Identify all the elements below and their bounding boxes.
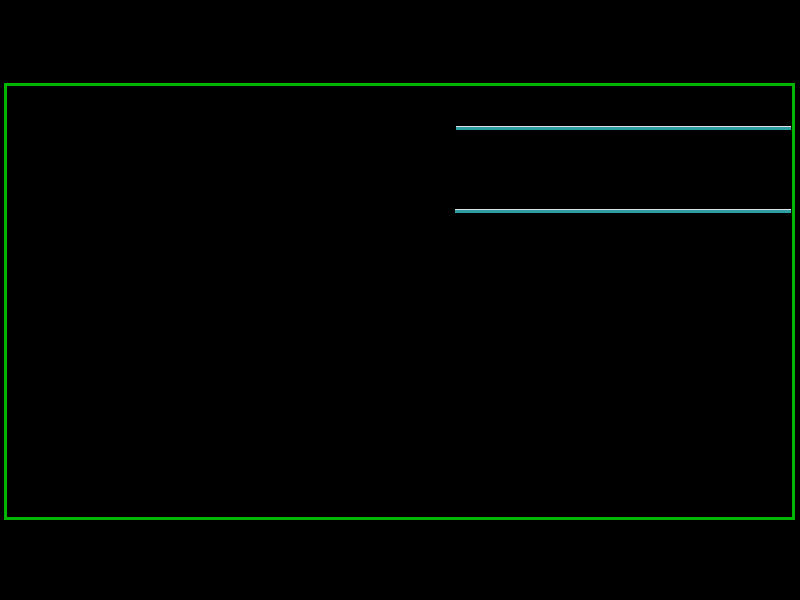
green-rectangle-outline: [4, 83, 795, 520]
teal-line-bottom: [455, 209, 791, 213]
teal-line-top: [456, 126, 791, 130]
